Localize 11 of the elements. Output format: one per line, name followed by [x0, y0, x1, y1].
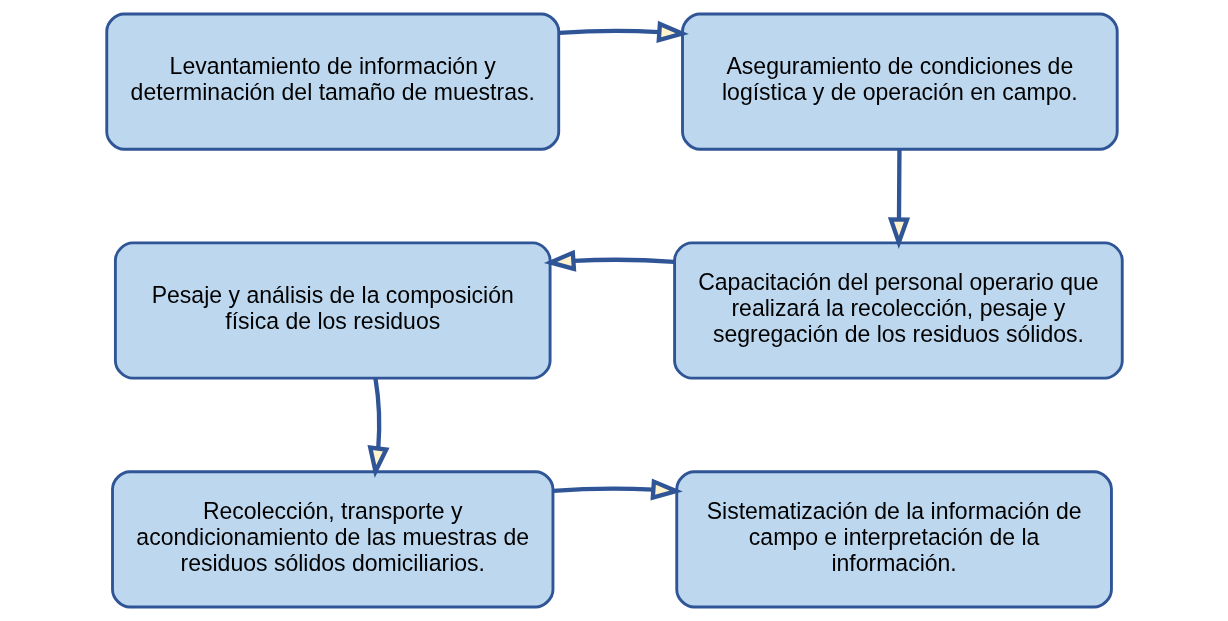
arrow	[887, 149, 910, 250]
arrow	[552, 478, 683, 501]
node-box: Capacitación del personal operario que realizará la recolección, pesaje y segregación de los residuos sólidos.	[672, 241, 1124, 380]
arrow	[366, 378, 390, 478]
arrow	[543, 249, 674, 272]
node-box: Sistematización de la información de campo e interpretación de la información.	[674, 470, 1113, 609]
node-box: Aseguramiento de condiciones de logística y de operación en campo.	[680, 12, 1119, 151]
node-box: Levantamiento de información y determinación del tamaño de muestras.	[104, 12, 560, 151]
arrow	[558, 20, 689, 43]
node-box: Recolección, transporte y acondicionamiento de las muestras de residuos sólidos domiciliarios.	[110, 470, 554, 609]
node-box: Pesaje y análisis de la composición física de los residuos	[113, 241, 552, 380]
